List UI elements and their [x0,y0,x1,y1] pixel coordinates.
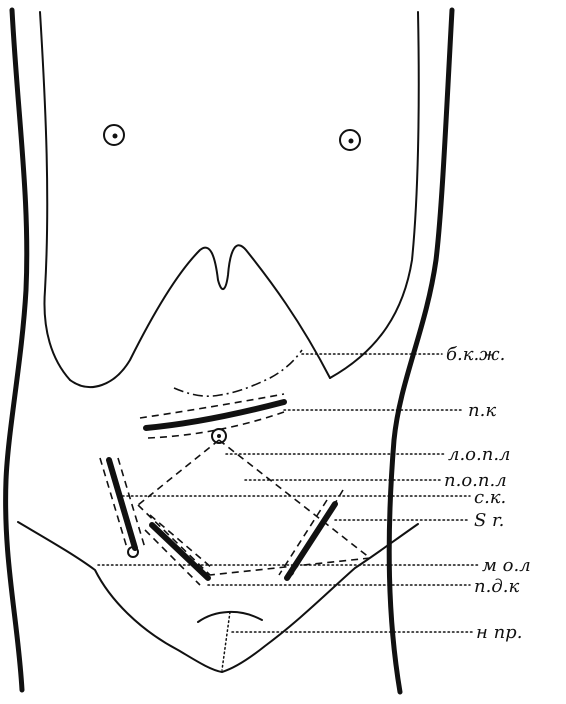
pubic-midline [222,612,230,670]
upper-dashdot-line [174,350,302,396]
right-body-contour [389,10,452,692]
nipples [104,125,360,150]
right-oblique-line [287,504,335,578]
left-nipple-center [113,134,118,139]
label-lopl: л.о.п.л [448,444,511,465]
upper-incision [140,394,284,438]
right-nipple-center [349,139,354,144]
center-left-line [152,525,208,578]
label-mol: м о.л [482,555,531,576]
label-npr: н пр. [476,622,522,643]
left-arm-inner-contour [40,12,70,380]
label-pk: п.к [468,400,496,421]
labels: б.к.ж. п.к л.о.п.л п.о.п.л с.к. S r. м о… [444,344,531,643]
label-pdk: п.д.к [474,576,519,597]
label-sk: с.к. [474,487,506,508]
rhombus-upper-right-edge [219,440,370,558]
left-body-contour [6,10,27,690]
label-bkzh: б.к.ж. [446,344,505,365]
umbilicus-center [217,434,221,438]
right-arm-inner-contour [330,12,419,378]
torso-outline [6,10,452,692]
label-sr: S r. [474,510,504,531]
lower-abdomen-outline [18,522,418,672]
center-left-incision [145,515,212,585]
left-oblique-incision [100,458,145,557]
center-left-dash-a [150,515,212,568]
costal-arch [70,245,330,387]
